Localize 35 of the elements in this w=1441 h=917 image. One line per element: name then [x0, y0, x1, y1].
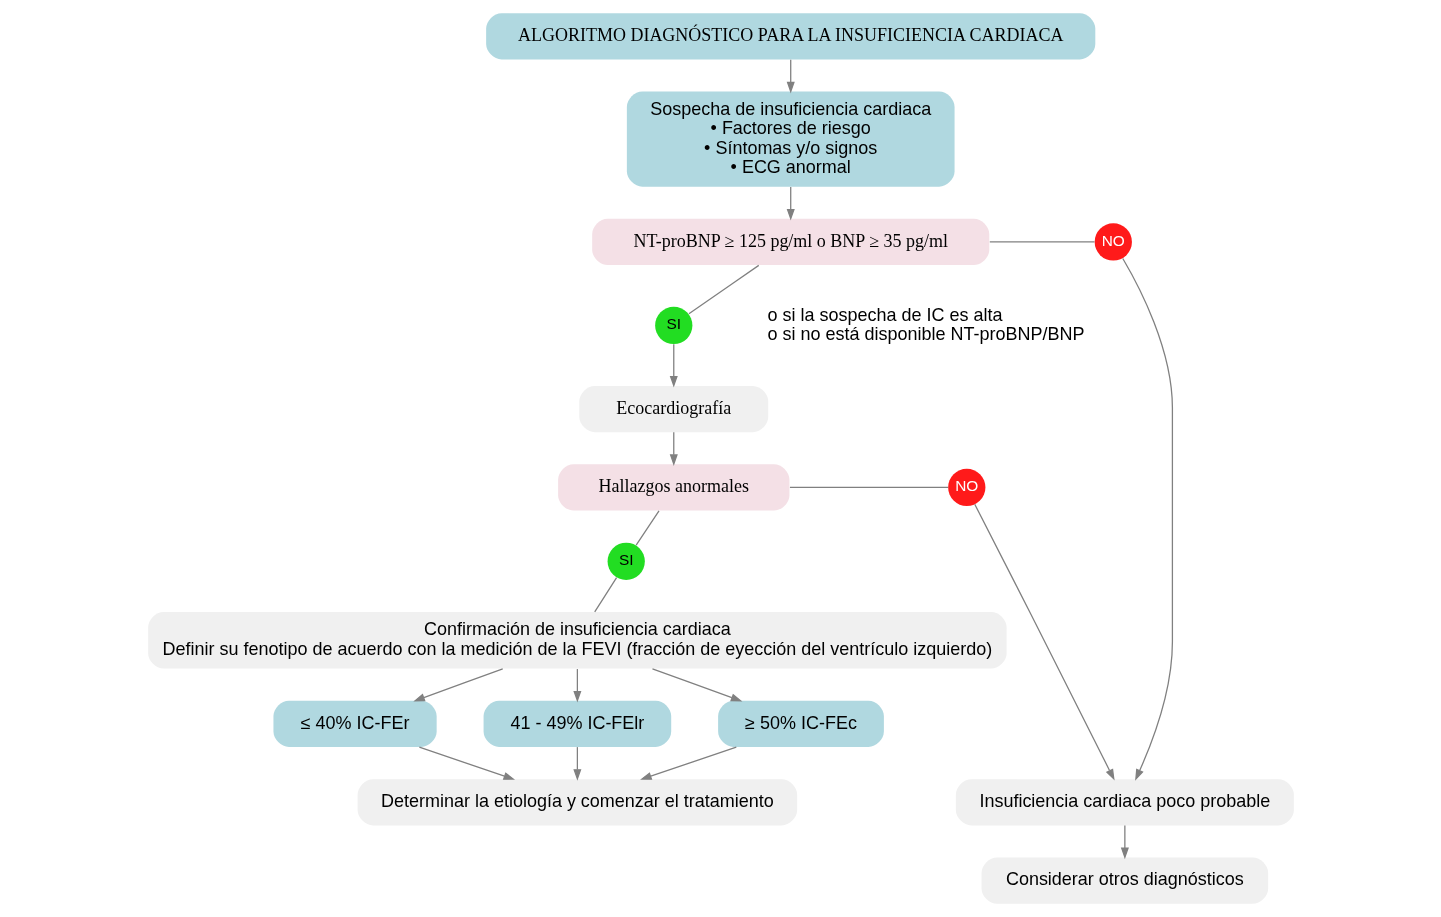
- connector: [788, 486, 949, 489]
- connector: [988, 241, 1095, 243]
- node-box: NT-proBNP ≥ 125 pg/ml o BNP ≥ 35 pg/ml: [591, 218, 989, 266]
- arrow: [412, 668, 503, 702]
- node-circle: NO: [947, 468, 985, 507]
- arrow: [572, 746, 581, 781]
- arrow: [1121, 257, 1173, 781]
- node-box: Insuficiencia cardiaca poco probable: [955, 779, 1294, 826]
- connector: [687, 264, 759, 315]
- node-box: ≥ 50% IC-FEc: [717, 700, 884, 747]
- node-box: Determinar la etiología y comenzar el tratamiento: [357, 779, 797, 826]
- node-circle: SI: [607, 542, 645, 580]
- node-box: 41 - 49% IC-FElr: [483, 700, 671, 747]
- node-box: Confirmación de insuficiencia cardiaca Definir su fenotipo de acuerdo con la medición de la FEVI (fracción de eyección del ventrículo izquierdo): [147, 612, 1007, 669]
- arrow: [1120, 824, 1129, 860]
- arrow: [786, 186, 795, 221]
- arrow: [639, 746, 737, 780]
- node-box: Sospecha de insuficiencia cardiaca • Factores de riesgo • Síntomas y/o signos • ECG anormal: [626, 91, 955, 187]
- node-circle: NO: [1094, 223, 1132, 261]
- arrow: [651, 668, 742, 702]
- node-box: Considerar otros diagnósticos: [981, 857, 1268, 904]
- arrow: [572, 668, 581, 703]
- node-box: ALGORITMO DIAGNÓSTICO PARA LA INSUFICIENCIA CARDIACA: [485, 13, 1095, 60]
- connector: [593, 577, 617, 613]
- arrow: [973, 503, 1115, 781]
- connector: [635, 510, 660, 546]
- node-box: ≤ 40% IC-FEr: [272, 700, 437, 747]
- arrow: [669, 343, 678, 388]
- arrow: [786, 59, 795, 94]
- node-box: Ecocardiografía: [578, 385, 768, 433]
- label: o si la sospecha de IC es alta: [767, 304, 1003, 325]
- arrow: [669, 431, 678, 466]
- arrow: [418, 746, 515, 780]
- node-circle: SI: [654, 306, 692, 345]
- node-box: Hallazgos anormales: [557, 464, 789, 511]
